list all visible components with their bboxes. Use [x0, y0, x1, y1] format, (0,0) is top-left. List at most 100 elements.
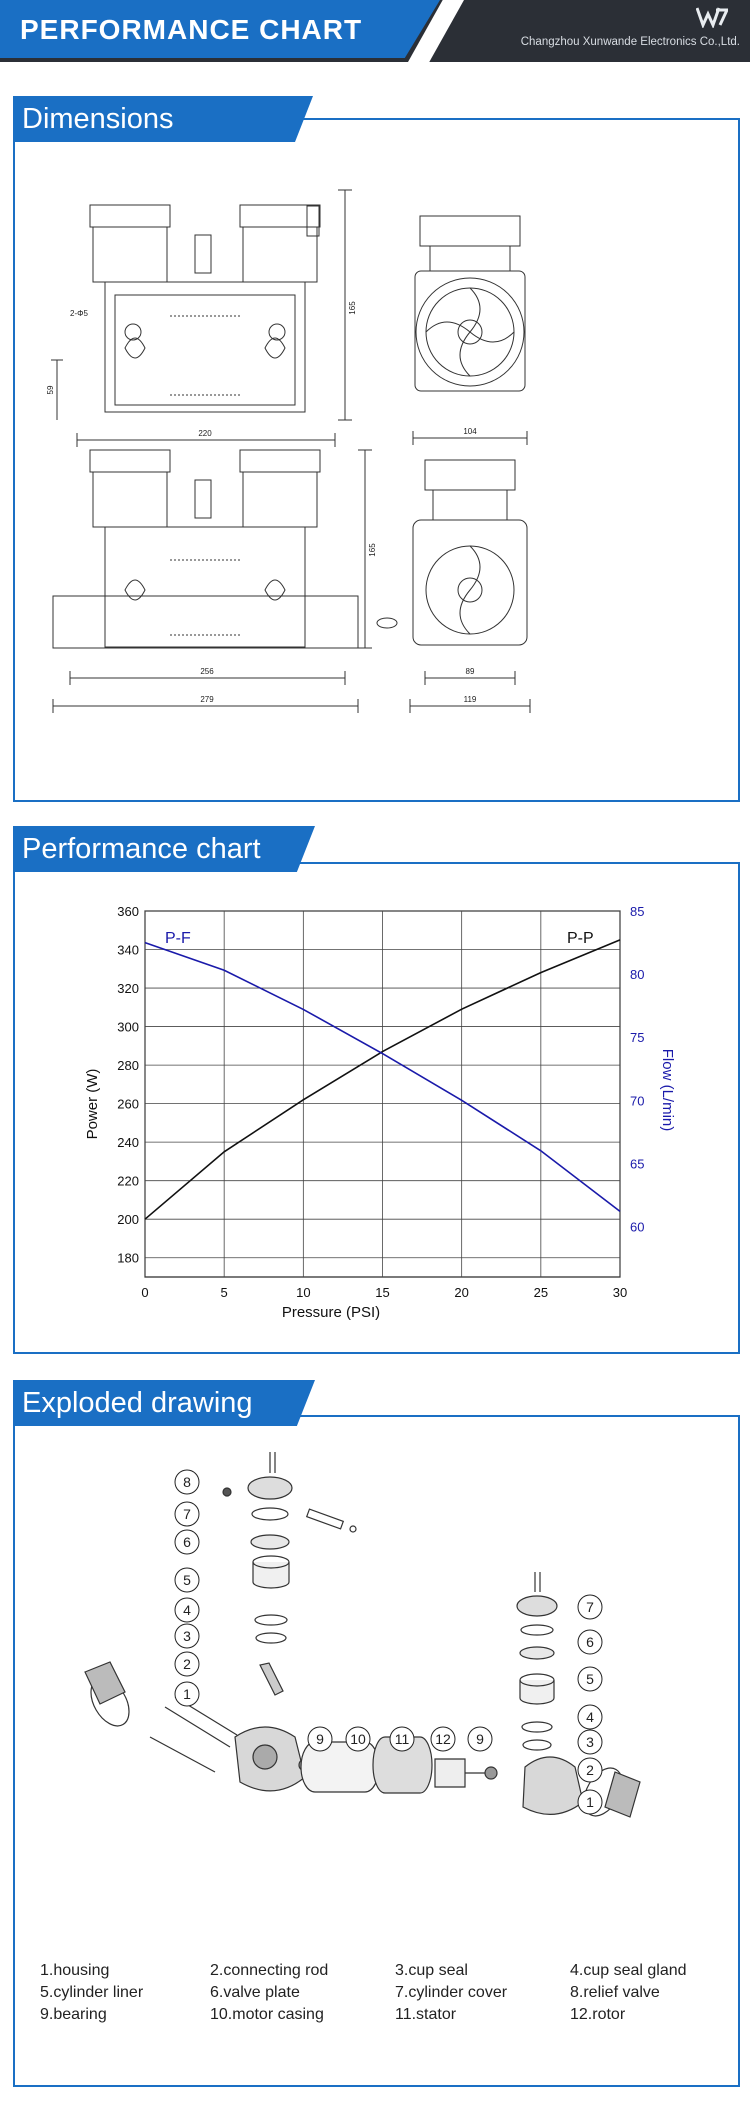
callout-number: 9 — [476, 1731, 484, 1747]
legend-item: 7.cylinder cover — [395, 1984, 508, 2001]
callout-circle — [174, 1529, 200, 1555]
callout-number: 3 — [586, 1734, 594, 1750]
y2-tick-label: 60 — [630, 1220, 644, 1235]
pump-front-view-bottom — [52, 449, 372, 713]
legend-item: 11.stator — [395, 2006, 457, 2023]
callout-circle — [307, 1726, 333, 1752]
callout-circle — [577, 1704, 603, 1730]
callout-number: 6 — [183, 1534, 191, 1550]
callout-circle — [174, 1623, 200, 1649]
callout-circle — [174, 1567, 200, 1593]
callout-number: 1 — [183, 1686, 191, 1702]
y2-tick-label: 80 — [630, 967, 644, 982]
x-tick-label: 20 — [454, 1285, 468, 1300]
dim-left-height: 59 — [46, 385, 55, 394]
callout-circle — [345, 1726, 371, 1752]
dim-left-small: 2-Φ5 — [70, 309, 88, 318]
pump-side-view-bottom — [376, 459, 531, 713]
x-tick-label: 25 — [534, 1285, 548, 1300]
callout-number: 12 — [435, 1731, 451, 1747]
dim-bottom-side-outer: 119 — [464, 695, 477, 704]
callout-number: 11 — [395, 1731, 410, 1747]
legend-item: 6.valve plate — [210, 1984, 300, 2001]
callout-number: 9 — [316, 1731, 324, 1747]
dim-top-side-width: 104 — [463, 427, 477, 436]
dimensions-panel: 220 165 104 2-Φ5 59 256 279 165 89 119 — [13, 118, 740, 802]
y-tick-label: 300 — [117, 1020, 139, 1035]
legend-item: 8.relief valve — [570, 1984, 660, 2001]
legend-item: 1.housing — [40, 1962, 110, 1979]
header-bar: PERFORMANCE CHART Changzhou Xunwande Ele… — [0, 0, 750, 62]
x-tick-label: 10 — [296, 1285, 310, 1300]
series-line-p-p — [144, 939, 621, 1220]
dimensions-drawing: 220 165 104 2-Φ5 59 256 279 165 89 119 — [46, 189, 531, 713]
dim-bottom-width-outer: 279 — [200, 695, 214, 704]
legend-item: 3.cup seal — [395, 1962, 468, 1979]
callout-circle — [174, 1597, 200, 1623]
callout-number: 10 — [350, 1731, 366, 1747]
callout-number: 3 — [183, 1628, 191, 1644]
callout-number: 4 — [183, 1602, 191, 1618]
series-label-pf: P-F — [165, 930, 191, 947]
callout-circle — [174, 1469, 200, 1495]
callout-circle — [577, 1789, 603, 1815]
callout-number: 2 — [586, 1762, 594, 1778]
company-logo-icon — [696, 7, 728, 28]
company-name: Changzhou Xunwande Electronics Co.,Ltd. — [520, 36, 740, 48]
legend-item: 4.cup seal gland — [570, 1962, 687, 1979]
callout-number: 2 — [183, 1656, 191, 1672]
callout-number: 8 — [183, 1474, 191, 1490]
y-tick-label: 340 — [117, 943, 139, 958]
y-tick-label: 220 — [117, 1174, 139, 1189]
callout-number: 5 — [586, 1671, 594, 1687]
callout-circle — [577, 1729, 603, 1755]
y-axis-label: Power (W) — [84, 1069, 101, 1140]
callout-circle — [577, 1757, 603, 1783]
dim-top-width: 220 — [198, 429, 212, 438]
section-title-exploded: Exploded drawing — [13, 1380, 315, 1426]
page-title: PERFORMANCE CHART — [20, 14, 363, 45]
x-tick-label: 15 — [375, 1285, 389, 1300]
x-tick-label: 0 — [141, 1285, 148, 1300]
callout-number: 4 — [586, 1709, 594, 1725]
callout-number: 7 — [586, 1599, 594, 1615]
y2-tick-label: 85 — [630, 904, 644, 919]
pump-side-view-top — [412, 215, 528, 445]
callout-circle — [577, 1666, 603, 1692]
y-tick-label: 180 — [117, 1251, 139, 1266]
callout-circle — [430, 1726, 456, 1752]
section-title-performance: Performance chart — [13, 826, 315, 872]
series-line-p-f — [144, 941, 621, 1213]
y2-tick-label: 75 — [630, 1030, 644, 1045]
y-tick-label: 280 — [117, 1058, 139, 1073]
y-tick-label: 320 — [117, 981, 139, 996]
pump-front-view-top — [51, 189, 352, 447]
callout-circle — [174, 1501, 200, 1527]
callout-circle — [174, 1651, 200, 1677]
legend-item: 10.motor casing — [210, 2006, 324, 2023]
legend-item: 5.cylinder liner — [40, 1984, 144, 2001]
x-tick-label: 5 — [221, 1285, 228, 1300]
header-title-band — [0, 0, 440, 58]
y-tick-label: 260 — [117, 1097, 139, 1112]
y-tick-label: 360 — [117, 904, 139, 919]
section-title-dimensions: Dimensions — [13, 96, 313, 142]
dim-bottom-side-inner: 89 — [466, 667, 475, 676]
y2-axis-label: Flow (L/min) — [659, 1049, 676, 1132]
dim-bottom-height: 165 — [368, 543, 377, 557]
series-label-pp: P-P — [567, 930, 594, 947]
legend-item: 9.bearing — [40, 2006, 107, 2023]
callout-circle — [577, 1594, 603, 1620]
callout-number: 1 — [586, 1794, 594, 1810]
y-tick-label: 200 — [117, 1212, 139, 1227]
legend-item: 12.rotor — [570, 2006, 626, 2023]
y2-tick-label: 65 — [630, 1156, 644, 1171]
callout-number: 5 — [183, 1572, 191, 1588]
callout-circle — [174, 1681, 200, 1707]
dim-top-height: 165 — [348, 301, 357, 315]
dim-bottom-width-inner: 256 — [200, 667, 214, 676]
